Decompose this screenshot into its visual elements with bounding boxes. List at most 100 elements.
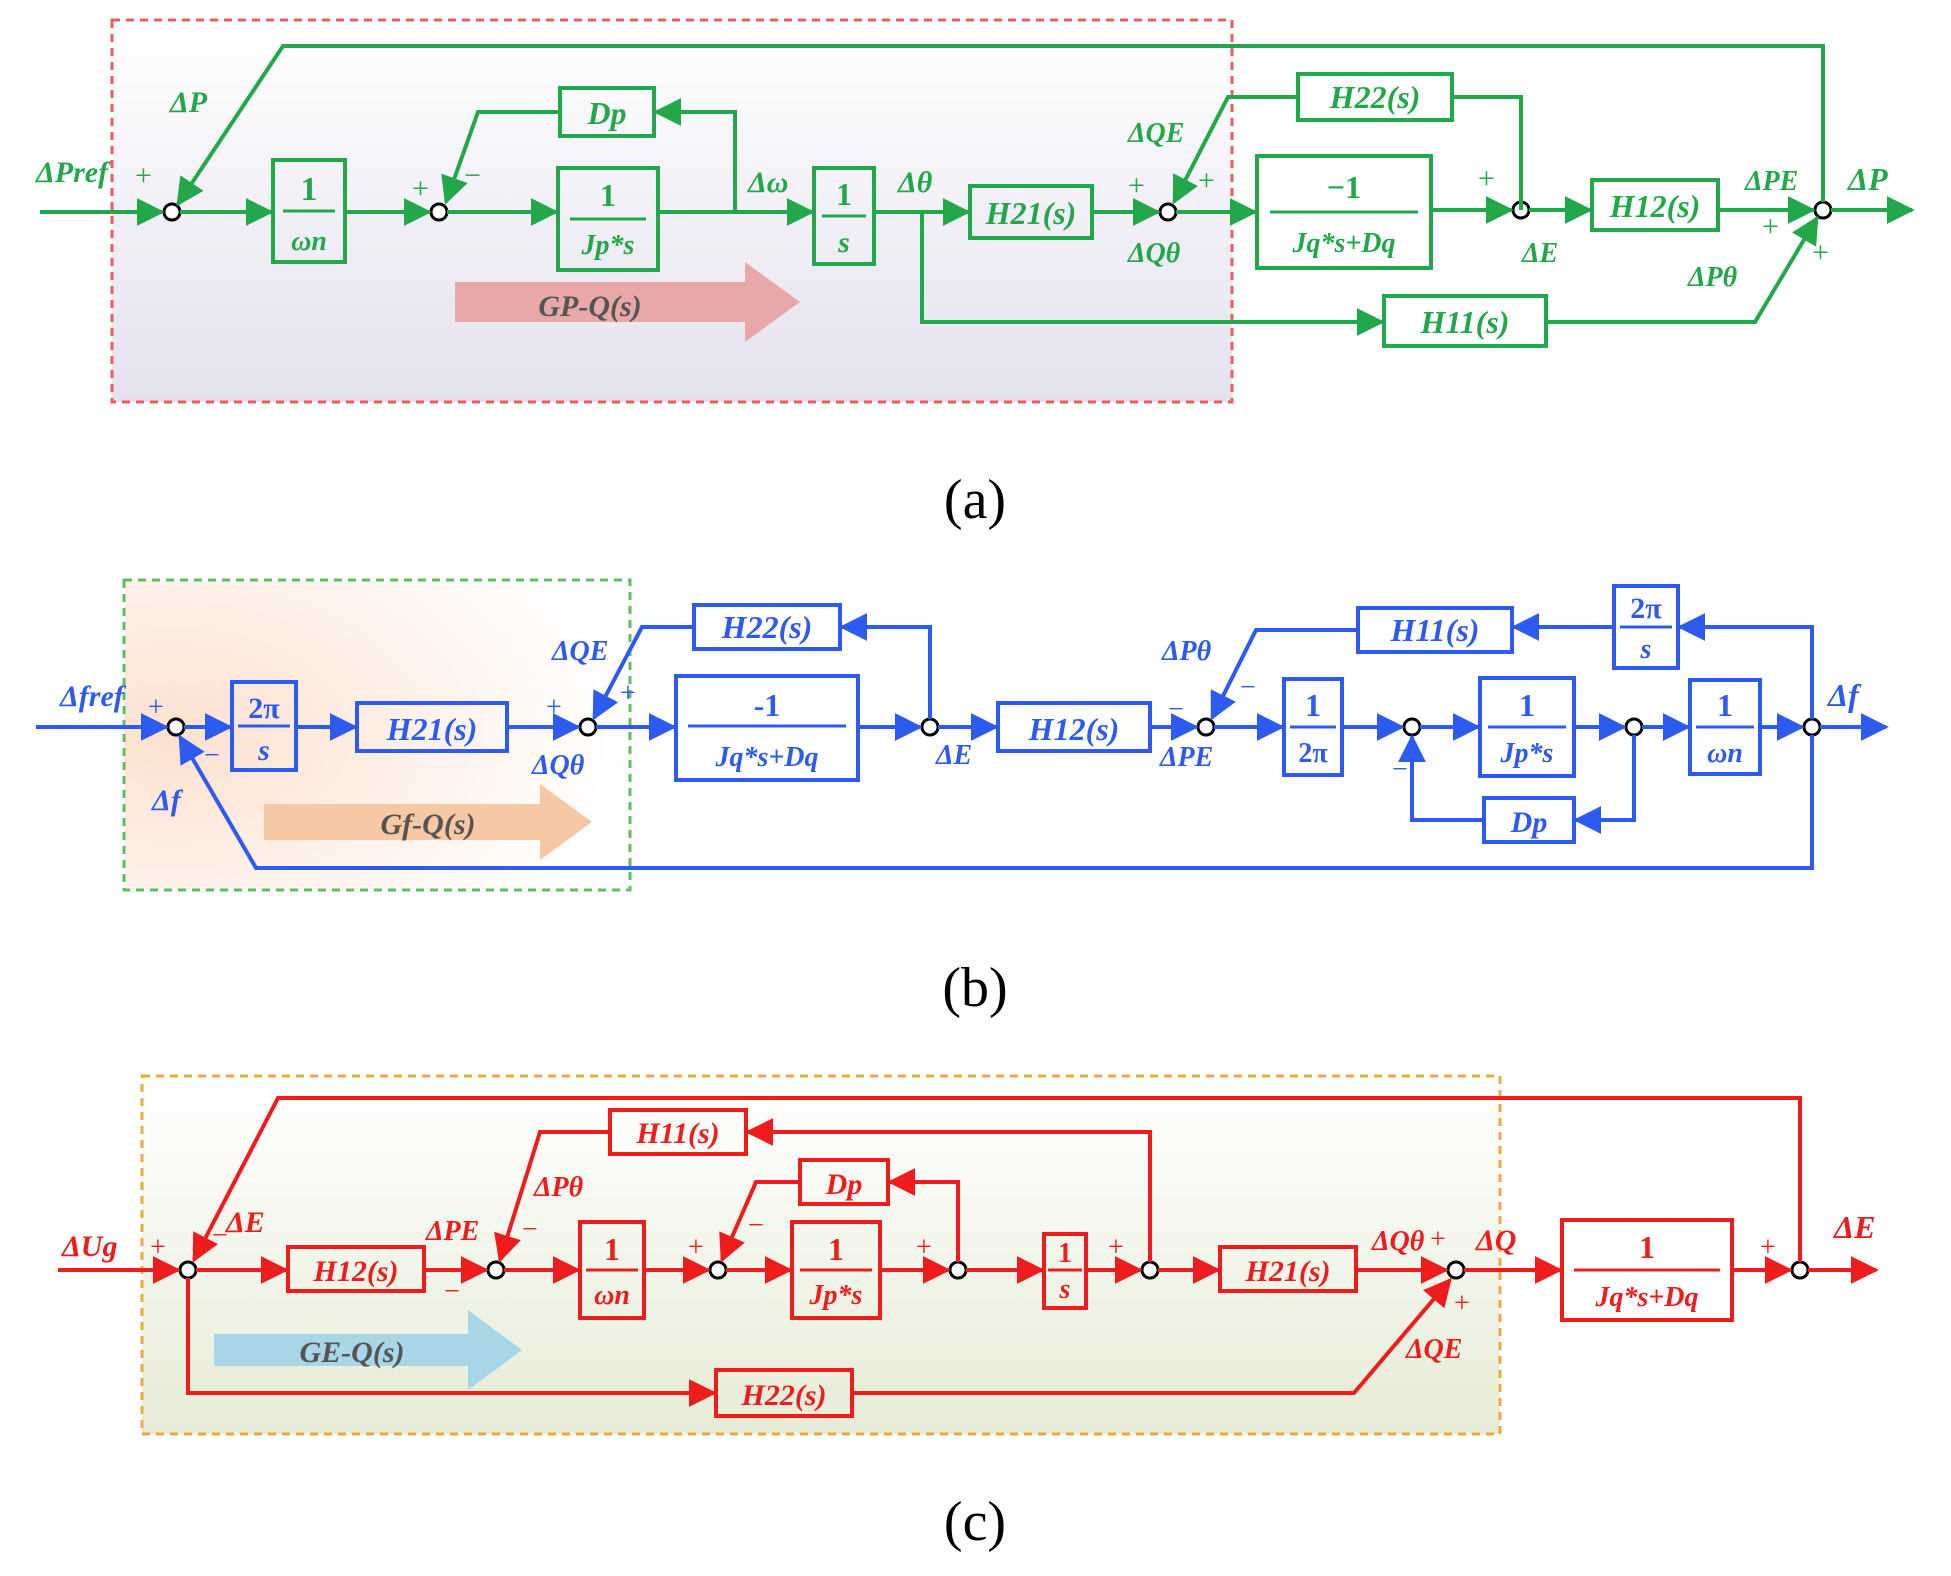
- b-label-inv-2pi-num: 1: [1305, 687, 1321, 723]
- b-sum-junction-4: [1402, 717, 1422, 737]
- panel-c: [58, 1074, 1879, 1436]
- a-signal-dqtheta: ΔQθ: [1127, 238, 1181, 269]
- b-signal-dptheta: ΔPθ: [1161, 636, 1212, 667]
- panel-a: [40, 18, 1915, 404]
- b-signal-de: ΔE: [935, 740, 972, 771]
- a-signal-dw: Δω: [747, 166, 789, 199]
- c-signal-dug: ΔUg: [61, 1230, 117, 1263]
- b-signal-df-feedback: Δf: [151, 784, 184, 817]
- b-label-inv-wn-num: 1: [1717, 687, 1733, 723]
- c-signal-de-feedback: ΔE: [225, 1206, 265, 1239]
- panel-b: [36, 578, 1889, 892]
- c-label-inv-s-den: s: [1059, 1274, 1071, 1305]
- panel-c-transfer-arrow: [214, 1310, 522, 1390]
- c-label-h21: H21(s): [1245, 1255, 1331, 1288]
- c-sign: −: [522, 1214, 538, 1245]
- c-sign: +: [1760, 1232, 1776, 1263]
- a-label-inv-jps-num: 1: [600, 177, 616, 213]
- panel-a-text: 1 ωn 1 Jp*s Dp 1 s H21(s) −1 Jq*s+Dq H22…: [35, 79, 1888, 340]
- a-signal-dtheta: Δθ: [897, 166, 933, 199]
- c-label-h11: H11(s): [635, 1117, 719, 1150]
- b-label-2pi-s-den: s: [257, 734, 270, 767]
- b-label-h11: H11(s): [1390, 612, 1480, 648]
- c-label-dp: Dp: [825, 1168, 863, 1201]
- c-sign: +: [688, 1232, 704, 1263]
- c-label-inv-jps-num: 1: [828, 1231, 844, 1267]
- c-signal-dqe: ΔQE: [1405, 1334, 1462, 1365]
- b-sign: −: [1168, 694, 1184, 725]
- a-label-h22: H22(s): [1329, 79, 1421, 115]
- c-signal-dpe: ΔPE: [425, 1216, 479, 1247]
- b-label-h21: H21(s): [386, 711, 478, 747]
- c-sign: +: [1454, 1288, 1470, 1319]
- a-label-inv-s-den: s: [837, 226, 850, 259]
- a-label-inv-wn-num: 1: [301, 171, 318, 208]
- b-signal-dqtheta: ΔQθ: [531, 750, 585, 781]
- a-wire: [1452, 95, 1523, 210]
- a-label-h12: H12(s): [1609, 188, 1701, 224]
- a-signal-dptheta: ΔPθ: [1687, 262, 1738, 293]
- a-sign: +: [412, 172, 429, 205]
- c-label-inv-jps-den: Jp*s: [809, 1280, 863, 1311]
- a-wire: [920, 212, 1385, 336]
- b-label-inv-wn-den: ωn: [1707, 738, 1743, 769]
- c-sign: −: [212, 1220, 228, 1251]
- b-signal-df-out: Δf: [1826, 677, 1862, 713]
- a-label-q-num: −1: [1327, 169, 1361, 205]
- panel-c-highlight-box: [140, 1074, 1502, 1436]
- b-sign: +: [546, 692, 562, 723]
- c-sum-junction-6: [1446, 1260, 1466, 1280]
- c-label-h12: H12(s): [313, 1255, 399, 1288]
- b-label-inv-jps-num: 1: [1519, 687, 1535, 723]
- a-wire: [441, 110, 560, 205]
- a-label-q-den: Jq*s+Dq: [1291, 228, 1395, 259]
- c-sign: +: [916, 1232, 932, 1263]
- a-label-inv-s-num: 1: [836, 176, 852, 212]
- b-label-q-den: Jq*s+Dq: [714, 742, 818, 773]
- c-label-inv-wn-num: 1: [604, 1231, 620, 1267]
- b-sum-junction-3: [1196, 717, 1216, 737]
- b-sign: +: [148, 692, 164, 723]
- b-label-h12: H12(s): [1028, 711, 1120, 747]
- b-signal-dpe: ΔPE: [1159, 742, 1213, 773]
- c-wire: [719, 1180, 800, 1263]
- a-sign: +: [1478, 162, 1495, 195]
- b-sign: −: [204, 740, 220, 771]
- b-signal-dqe: ΔQE: [551, 636, 608, 667]
- b-arrow-label: Gf-Q(s): [381, 808, 476, 841]
- b-label-inv-2pi-den: 2π: [1298, 738, 1328, 769]
- a-signal-dp-feedback: ΔP: [169, 86, 208, 119]
- c-wire: [852, 1277, 1452, 1395]
- a-sum-junction-5: [1813, 200, 1833, 220]
- panel-c-text: H12(s) 1 ωn 1 Jp*s Dp 1 s H21(s) H11(s) …: [61, 1117, 1875, 1412]
- panel-b-transfer-arrow: [264, 784, 592, 860]
- a-sum-junction-3: [1158, 202, 1178, 222]
- c-signal-dqtheta: ΔQθ: [1371, 1226, 1425, 1257]
- a-label-h21: H21(s): [985, 195, 1077, 231]
- b-label-inv-jps-den: Jp*s: [1500, 738, 1554, 769]
- b-label-2pi-s-fb-den: s: [1640, 634, 1652, 665]
- b-wire: [178, 734, 1814, 870]
- c-label-h22: H22(s): [741, 1379, 827, 1412]
- b-wire: [839, 613, 932, 719]
- a-signal-dqe: ΔQE: [1127, 118, 1184, 149]
- c-label-q-num: 1: [1639, 1229, 1655, 1265]
- a-sign: +: [1762, 210, 1779, 243]
- b-label-2pi-s-num: 2π: [248, 692, 280, 725]
- c-sum-junction-1: [178, 1260, 198, 1280]
- b-wire: [1573, 735, 1636, 834]
- a-sign: +: [1198, 164, 1215, 197]
- a-arrow-label: GP-Q(s): [538, 290, 641, 323]
- c-sum-junction-7: [1790, 1260, 1810, 1280]
- c-sum-junction-2: [486, 1260, 506, 1280]
- caption-b: (b): [942, 957, 1007, 1019]
- c-sign: +: [1108, 1232, 1124, 1263]
- b-label-q-num: -1: [754, 687, 781, 723]
- c-sum-junction-5: [1140, 1260, 1160, 1280]
- c-sign: +: [1430, 1224, 1446, 1255]
- c-sign: −: [748, 1210, 764, 1241]
- b-wire: [592, 625, 694, 721]
- a-signal-dpref: ΔPref: [35, 156, 111, 189]
- a-label-h11: H11(s): [1420, 304, 1510, 340]
